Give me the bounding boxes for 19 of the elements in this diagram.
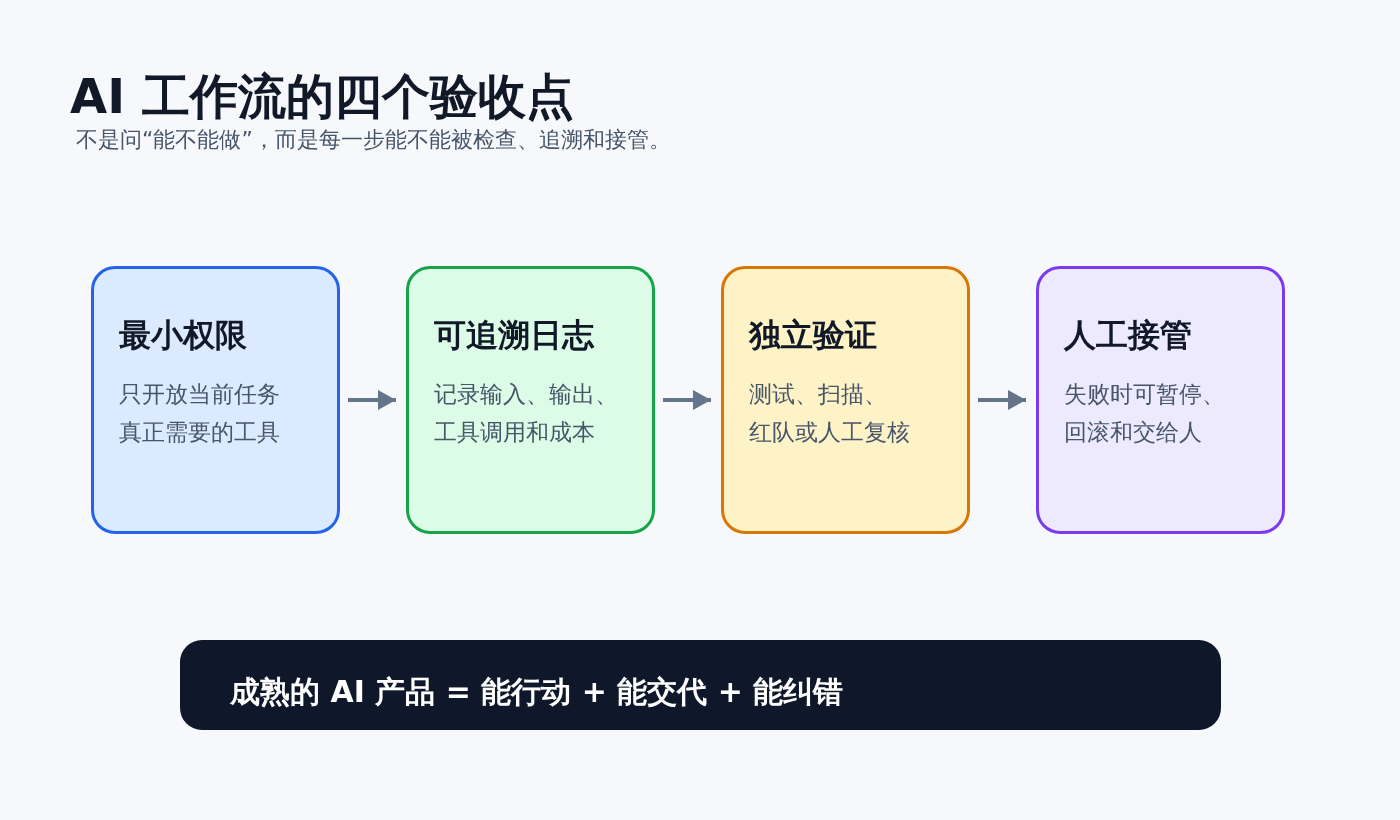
diagram-title: AI 工作流的四个验收点	[70, 67, 574, 126]
step-description: 只开放当前任务真正需要的工具	[119, 380, 280, 447]
step-description: 失败时可暂停、回滚和交给人	[1064, 380, 1225, 447]
step-title: 可追溯日志	[434, 315, 594, 355]
step-box	[1036, 266, 1285, 534]
step-title: 最小权限	[119, 315, 247, 355]
summary-text: 成熟的 AI 产品 = 能行动 + 能交代 + 能纠错	[230, 673, 844, 711]
step-box	[91, 266, 340, 534]
subtitle: 不是问“能不能做”，而是每一步能不能被检查、追溯和接管。	[76, 126, 671, 154]
summary-banner	[180, 640, 1221, 730]
step-title: 人工接管	[1064, 315, 1192, 355]
step-title: 独立验证	[749, 315, 877, 355]
arrow	[348, 390, 396, 410]
step-box	[406, 266, 655, 534]
arrow	[978, 390, 1026, 410]
step-box	[721, 266, 970, 534]
arrow	[663, 390, 711, 410]
step-description: 测试、扫描、红队或人工复核	[749, 380, 910, 447]
step-description: 记录输入、输出、工具调用和成本	[434, 380, 618, 447]
